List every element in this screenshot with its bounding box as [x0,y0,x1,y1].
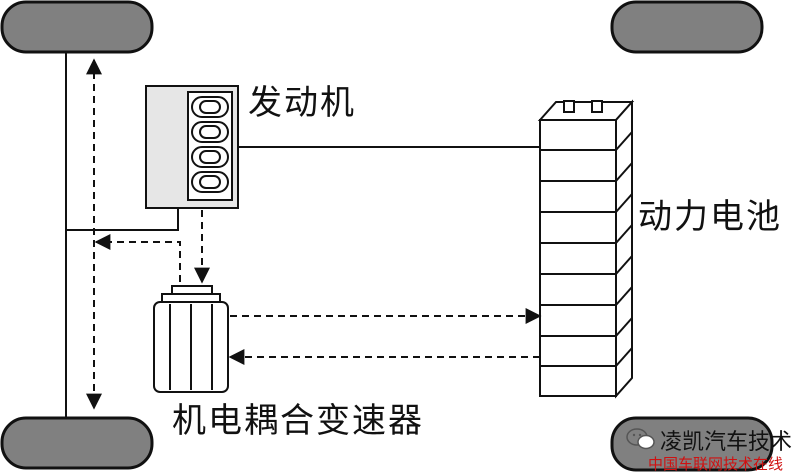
engine-cylinder [191,96,229,118]
engine-shaft [66,208,179,231]
wechat-icon [626,428,655,450]
wheel-front-left [0,0,154,54]
coupling-transmission [153,285,229,393]
watermark-brand: 凌凯汽车技术 [660,430,793,455]
engine-cylinder [191,146,229,168]
wheel-rear-right [610,416,774,472]
engine-label: 发动机 [248,83,356,123]
battery-pack [537,99,635,399]
engine-cylinder [191,121,229,143]
engine-cylinder [191,171,229,193]
battery-label: 动力电池 [638,197,782,237]
watermark-site: 中国车联网技术在线 [648,455,784,472]
engine [145,85,239,209]
wheel-rear-left [0,416,154,470]
transmission-label: 机电耦合变速器 [172,401,424,441]
power-flow-arrows [86,58,542,410]
wheel-front-right [610,0,764,54]
arrow-trans-to-axle [94,234,181,282]
